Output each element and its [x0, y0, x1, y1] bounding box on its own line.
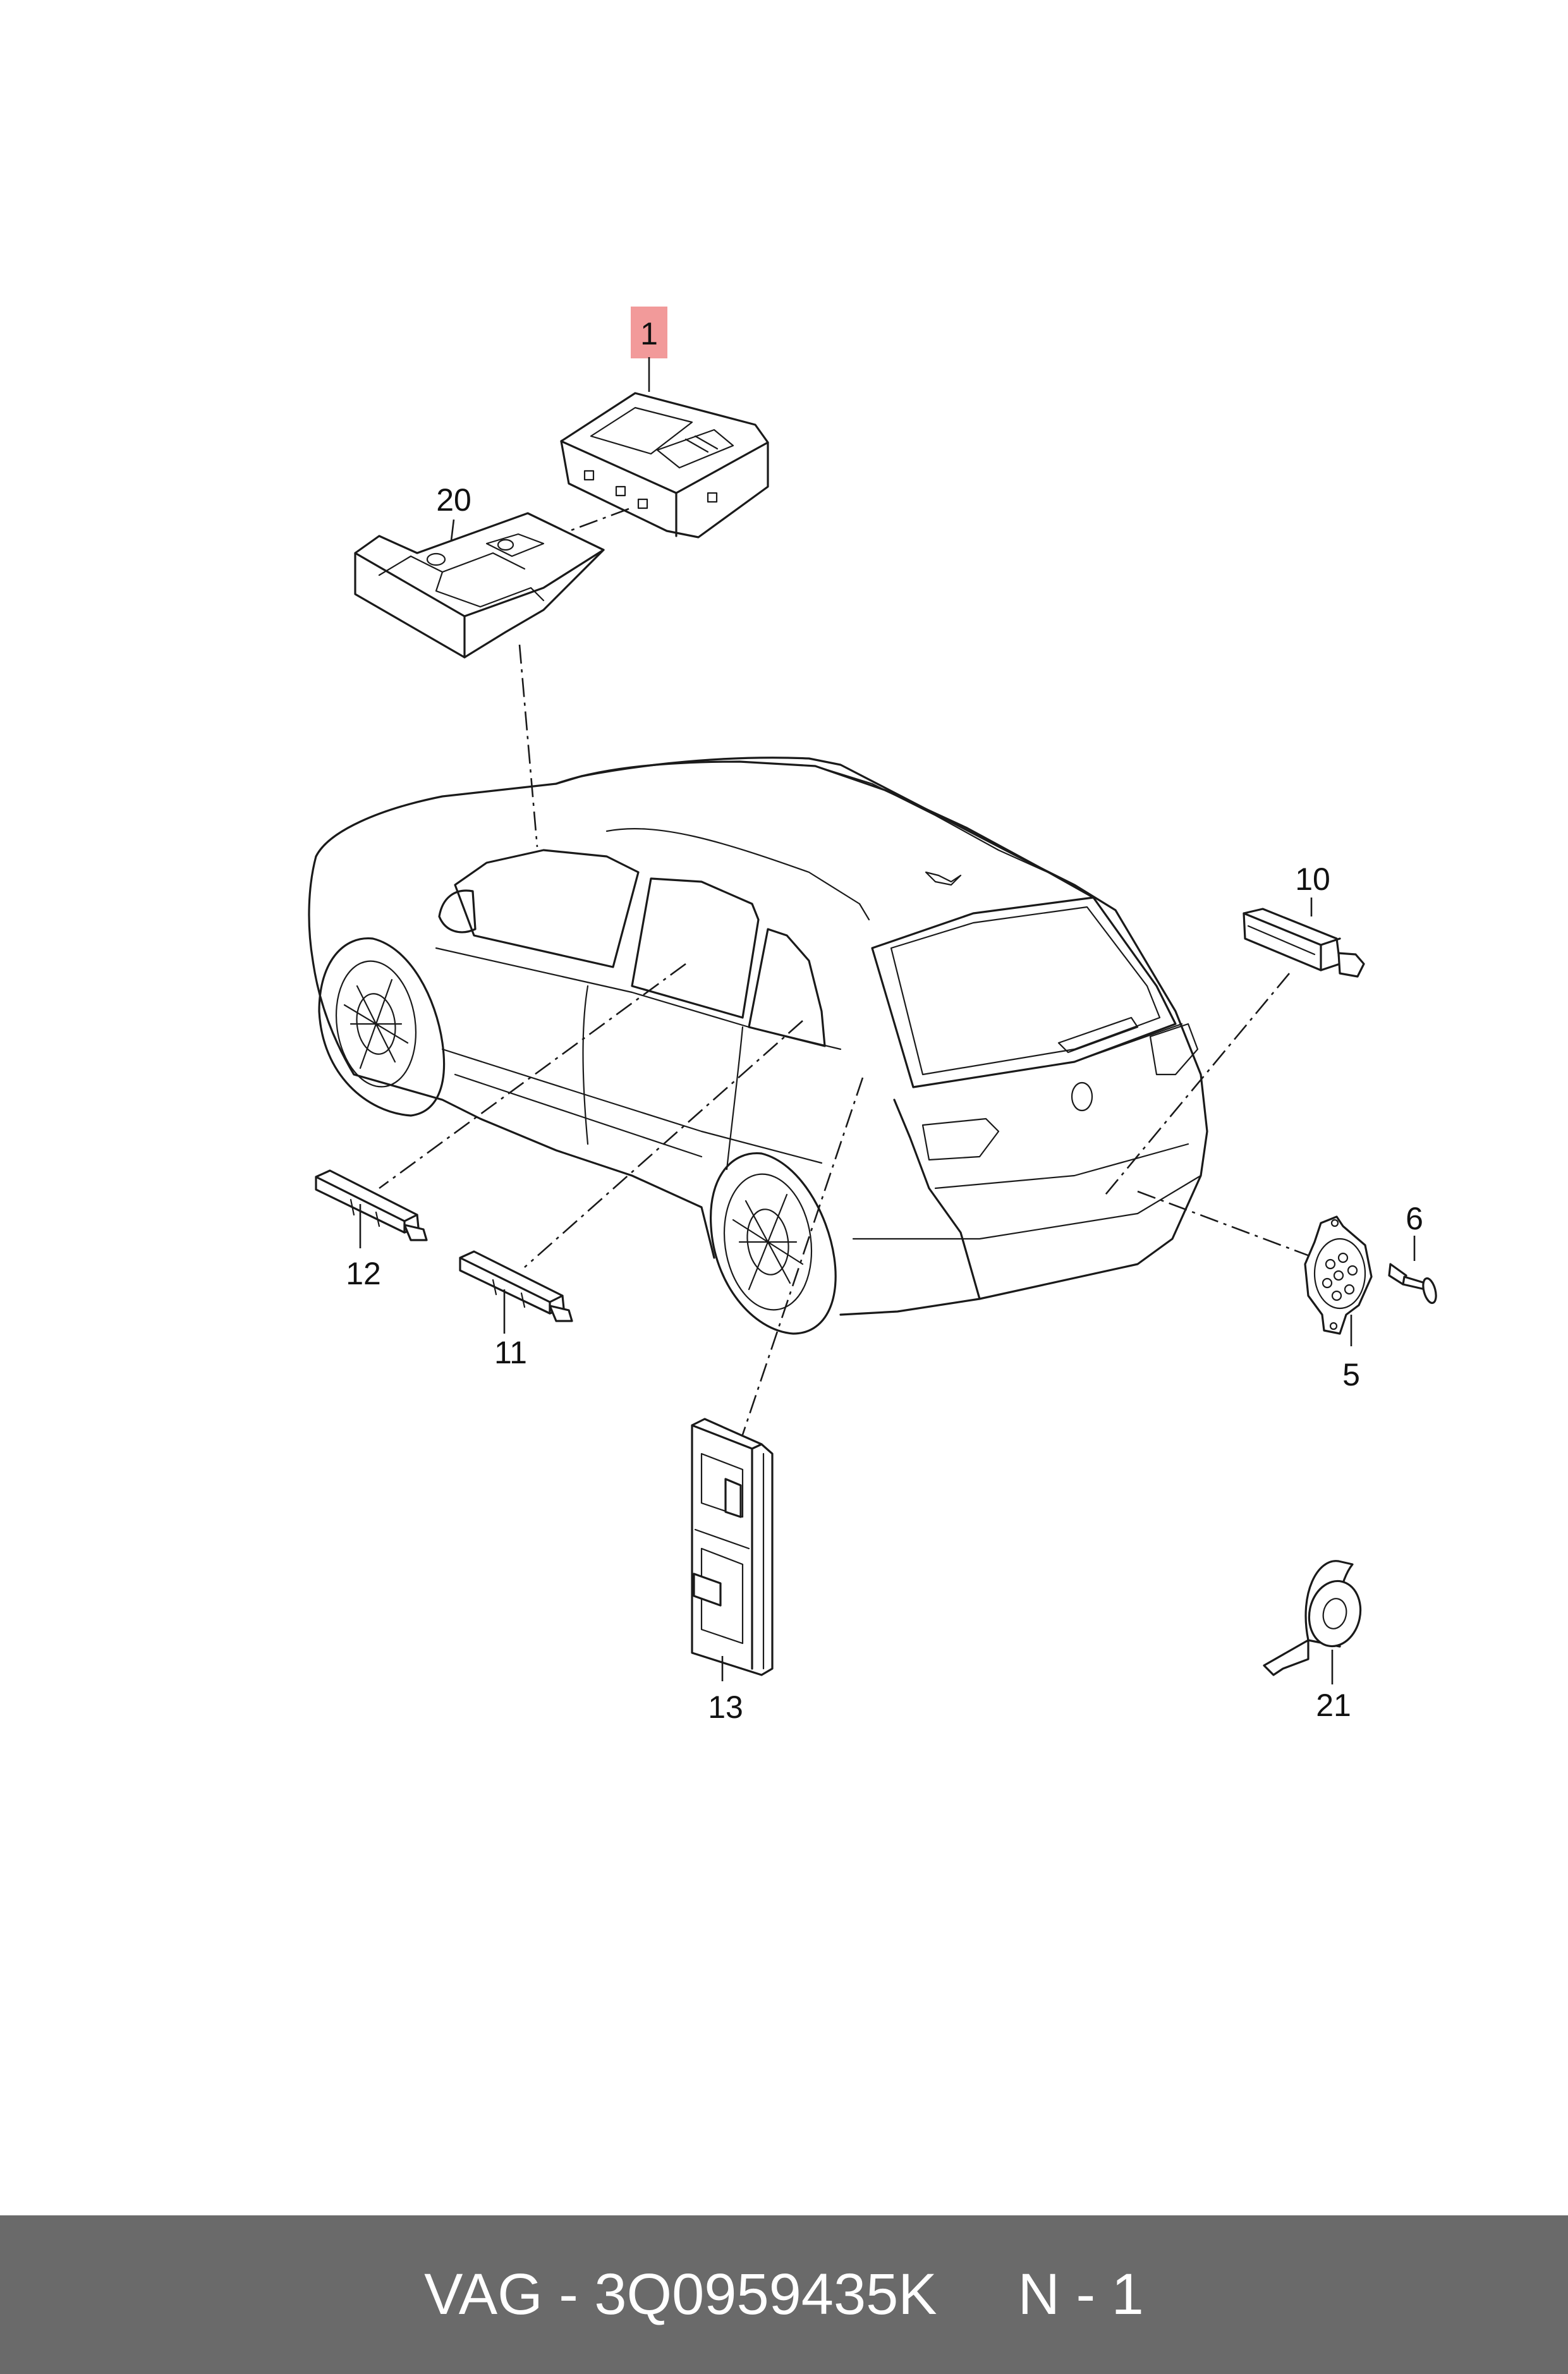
part-5-speaker[interactable]	[1304, 1215, 1373, 1346]
part-1-highlight	[631, 307, 667, 358]
part-20-bracket[interactable]	[354, 512, 605, 848]
part-12-sensor[interactable]	[315, 1169, 428, 1248]
callout-10: 10	[1295, 861, 1330, 897]
callout-21: 21	[1316, 1688, 1351, 1723]
vehicle-outline	[308, 757, 1208, 1335]
callout-1: 1	[640, 316, 658, 351]
part-21-tape-roll[interactable]	[1263, 1560, 1366, 1684]
callout-5: 5	[1342, 1357, 1360, 1392]
part-11-sensor[interactable]	[459, 1250, 573, 1334]
leader-lines	[379, 963, 1315, 1435]
parts-diagram: 1 20 10 12 11 6 5 13 21	[308, 307, 1438, 1725]
part-number-label: VAG - 3Q0959435K N - 1	[424, 2262, 1144, 2327]
callout-6: 6	[1406, 1201, 1423, 1236]
part-10-antenna[interactable]	[1243, 898, 1365, 978]
callout-12: 12	[346, 1256, 381, 1291]
callout-11: 11	[494, 1335, 527, 1370]
part-13-module[interactable]	[691, 1418, 774, 1681]
callout-20: 20	[436, 482, 471, 518]
part-1-control-unit[interactable]	[518, 307, 769, 551]
footer-bar: VAG - 3Q0959435K N - 1	[0, 2215, 1568, 2374]
callout-13: 13	[708, 1689, 743, 1725]
part-6-bolt[interactable]	[1388, 1236, 1438, 1305]
